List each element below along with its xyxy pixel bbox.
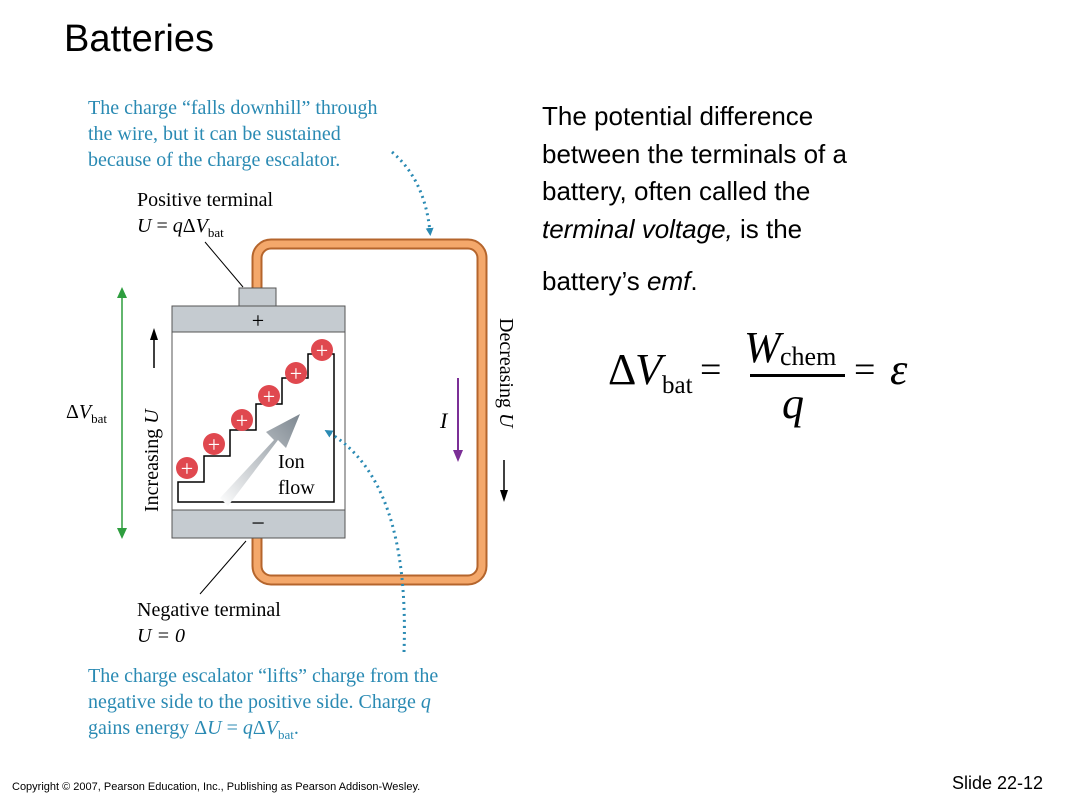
formula-v-subscript: bat [662,372,693,399]
battery-bottom-cap [171,509,346,539]
ion [203,433,225,455]
negative-terminal-equation: U = 0 [137,625,185,647]
decreasing-u-label: Decreasing U [495,318,517,429]
formula-equals: = [854,349,876,391]
formula-w-subscript: chem [780,342,837,371]
slide-title: Batteries [64,18,214,60]
ion-flow-arrow [220,414,300,506]
delta-v-bat-label: ΔVbat [66,401,107,426]
fraction-bar [750,374,845,377]
ion-symbol: + [290,361,302,386]
dotted-arrow-top [391,150,434,236]
formula-w: W [744,323,781,372]
paragraph-line: battery, often called the [542,176,811,206]
ion [285,362,307,384]
decreasing-u-indicator: Decreasing U [495,318,517,502]
caption-bottom-line: negative side to the positive side. Char… [88,691,431,713]
caption-bottom: The charge escalator “lifts” charge from… [88,665,438,742]
ion [258,385,280,407]
formula-delta: Δ [608,345,637,394]
delta-v-arrow [117,287,127,539]
positive-terminal-label: Positive terminal [137,189,274,211]
formula-epsilon: ε [890,345,908,394]
ion-symbol: + [208,432,220,457]
ion [176,457,198,479]
paragraph-line: between the terminals of a [542,138,847,169]
formula-v: V [635,345,662,394]
ion-symbol: + [236,408,248,433]
battery-diagram: The charge “falls downhill” through the … [66,97,517,742]
caption-bottom-line: The charge escalator “lifts” charge from… [88,665,438,687]
ion [311,339,333,361]
positive-terminal-equation: U = qΔVbat [137,215,224,240]
ion [231,409,253,431]
emf-formula: Δ V bat = W chem q = ε [600,322,940,432]
paragraph-line: terminal voltage, is the [542,213,803,244]
formula-q: q [782,379,804,428]
terminal-voltage-term: terminal voltage, [542,213,733,244]
paragraph-line: battery’s emf. [542,266,698,296]
ion-symbol: + [181,456,193,481]
caption-top: The charge “falls downhill” through the … [88,97,378,171]
formula-equals: = [700,349,722,391]
ion-symbol: + [316,338,328,363]
increasing-u-indicator: Increasing U [141,328,163,512]
ion-symbol: + [263,384,275,409]
battery-positive-terminal [238,287,277,309]
current-arrow [453,378,463,462]
copyright-notice: Copyright © 2007, Pearson Education, Inc… [12,781,421,793]
positive-leader-line [204,241,244,288]
paragraph-line: The potential difference [542,101,814,131]
plus-sign: + [252,308,264,333]
battery-top-cap [171,305,346,333]
negative-terminal-label: Negative terminal [137,599,281,621]
ion-group: + + + + + + [176,338,333,481]
minus-sign: − [251,511,265,537]
slide-number: Slide 22-12 [952,773,1044,793]
negative-leader-line [199,540,247,595]
caption-top-line: the wire, but it can be sustained [88,123,341,145]
current-label: I [439,408,449,433]
caption-top-line: The charge “falls downhill” through [88,97,378,119]
caption-bottom-line: gains energy ΔU = qΔVbat. [88,717,299,742]
caption-top-line: because of the charge escalator. [88,149,340,171]
explanation-paragraph: The potential difference between the ter… [542,98,952,301]
increasing-u-label: Increasing U [141,408,163,512]
emf-term: emf [647,266,691,296]
